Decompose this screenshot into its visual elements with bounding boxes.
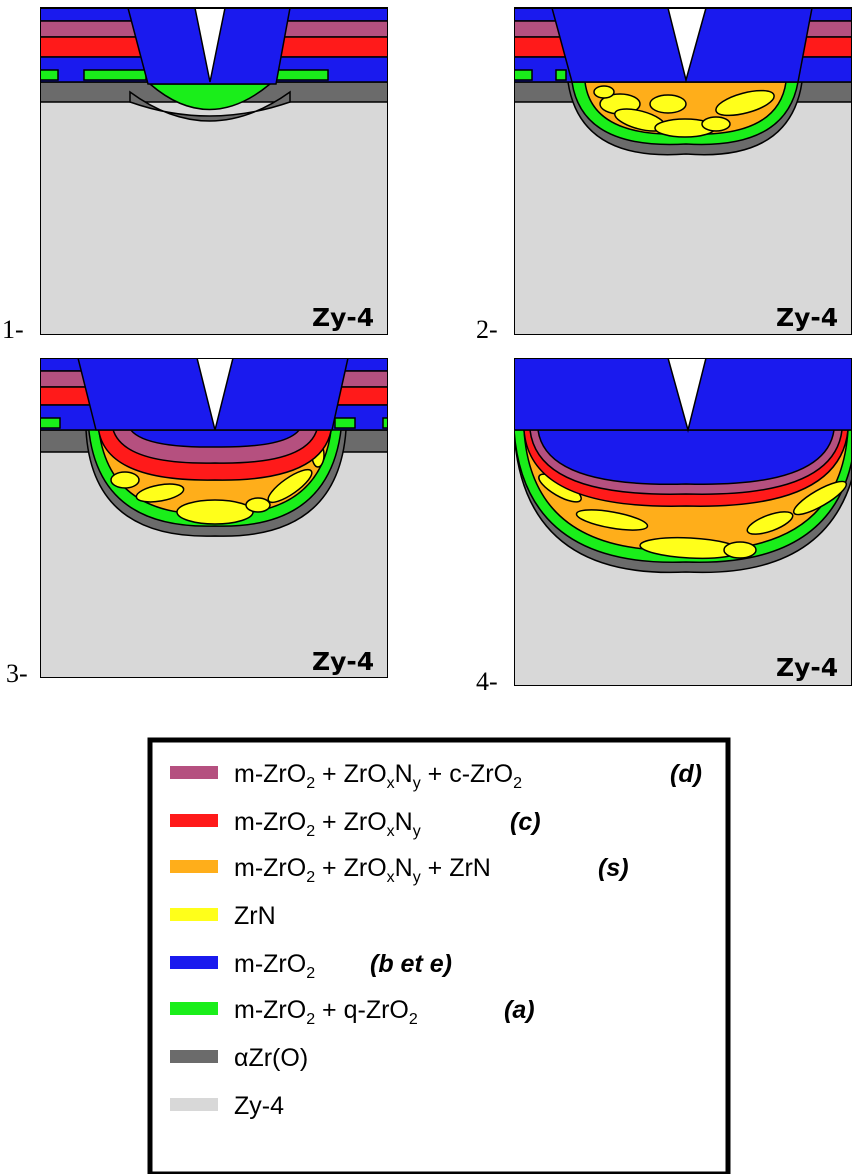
legend-label: ZrN (234, 902, 276, 930)
legend-label: m-ZrO2 (234, 950, 315, 982)
panel-number: 3- (6, 659, 28, 688)
zrn-grain (649, 94, 687, 114)
a-islands (40, 69, 59, 81)
legend-swatch (170, 814, 218, 827)
crack-notch (667, 358, 707, 433)
legend-label: m-ZrO2 + ZrOxNy + ZrN (234, 854, 491, 886)
panel-3 (40, 358, 388, 678)
legend-tag: (c) (510, 808, 541, 836)
substrate-label: Zy-4 (776, 653, 838, 682)
zy4-substrate (40, 99, 388, 335)
legend-swatch (170, 956, 218, 969)
a-layer-lens (147, 83, 273, 111)
legend-frame (147, 737, 731, 1174)
a-islands (514, 69, 533, 81)
panel-number: 2- (476, 315, 498, 344)
a-islands (275, 69, 329, 81)
a-islands (40, 417, 61, 429)
substrate-label: Zy-4 (776, 303, 838, 332)
legend-tag: (s) (598, 854, 629, 882)
a-islands (334, 417, 356, 429)
panel-1 (40, 7, 388, 335)
alpha-zr-bowl (129, 90, 291, 122)
legend-swatch (170, 1098, 218, 1111)
zrn-grain (746, 511, 794, 535)
m-zro2-core (537, 429, 835, 486)
zrn-grain (575, 509, 649, 531)
a-islands (555, 69, 567, 81)
zrn-grain (135, 483, 185, 503)
legend-tag: (b et e) (370, 950, 452, 978)
zrn-grain (723, 541, 757, 559)
a-islands (382, 417, 388, 429)
zrn-grain (245, 497, 271, 513)
panel-number: 4- (476, 667, 498, 696)
substrate-label: Zy-4 (312, 303, 374, 332)
zrn-grain (715, 89, 775, 117)
zrn-grain (593, 85, 615, 99)
panel-number: 1- (2, 315, 24, 344)
zrn-grain (267, 468, 313, 504)
legend-label: m-ZrO2 + q-ZrO2 (234, 996, 418, 1028)
legend-swatch (170, 1050, 218, 1063)
legend-swatch (170, 908, 218, 921)
zrn-grain (176, 499, 254, 525)
legend-swatch (170, 860, 218, 873)
legend-swatch (170, 1002, 218, 1015)
legend-tag: (a) (504, 996, 535, 1024)
legend-tag: (d) (670, 760, 702, 788)
legend-label: αZr(O) (234, 1044, 308, 1072)
legend-label: m-ZrO2 + ZrOxNy + c-ZrO2 (234, 760, 522, 792)
zrn-grain (701, 116, 731, 132)
legend-swatch (170, 766, 218, 779)
panel-2 (514, 7, 852, 335)
a-islands (83, 69, 147, 81)
zrn-grain (792, 480, 848, 516)
legend-label: Zy-4 (234, 1092, 284, 1120)
panel-4 (514, 358, 852, 686)
crack-notch (196, 358, 234, 431)
legend-label: m-ZrO2 + ZrOxNy (234, 808, 421, 840)
substrate-label: Zy-4 (312, 647, 374, 676)
zrn-grain (110, 471, 140, 489)
legend: m-ZrO2 + ZrOxNy + c-ZrO2 (d) m-ZrO2 + Zr… (147, 737, 731, 1174)
